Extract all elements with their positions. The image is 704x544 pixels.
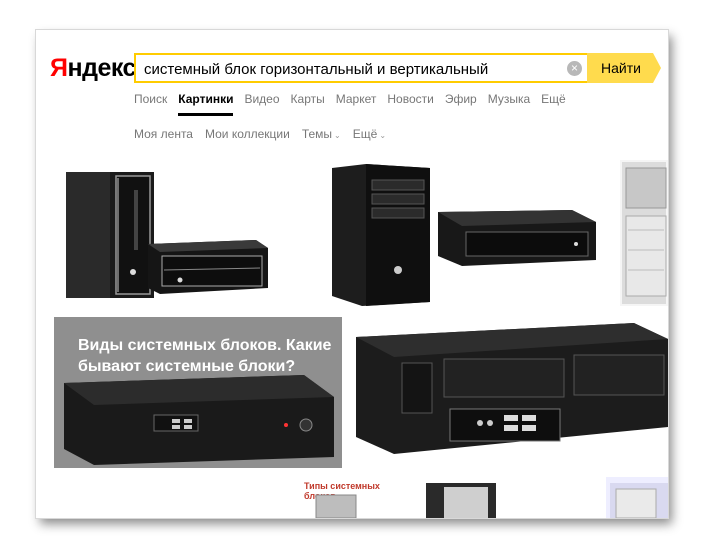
chevron-down-icon: ⌄: [379, 131, 387, 140]
subnav-themes[interactable]: Темы⌄: [302, 127, 341, 141]
pc-case-image: [610, 483, 668, 518]
pc-case-image: [426, 483, 496, 518]
tab-market[interactable]: Маркет: [335, 92, 377, 106]
logo-text: ндекс: [67, 54, 136, 82]
tab-video[interactable]: Видео: [244, 92, 280, 106]
tab-maps[interactable]: Карты: [290, 92, 325, 106]
service-tabs: Поиск Картинки Видео Карты Маркет Новост…: [134, 92, 577, 116]
desktop-case-image: [64, 375, 334, 465]
subnav-more[interactable]: Ещё⌄: [353, 127, 386, 141]
image-result[interactable]: Виды системных блоков. Какие бывают сист…: [54, 317, 342, 468]
pc-cases-image: [332, 164, 596, 306]
tab-more[interactable]: Ещё: [541, 92, 566, 106]
yandex-logo[interactable]: Яндекс: [50, 54, 136, 83]
image-result[interactable]: [606, 477, 668, 518]
tab-images[interactable]: Картинки: [178, 92, 234, 116]
image-result[interactable]: Типы системных блоков: [220, 477, 396, 518]
result-heading: Виды системных блоков. Какие бывают сист…: [78, 337, 332, 375]
chevron-down-icon: ⌄: [334, 131, 341, 140]
pc-case-image: [315, 494, 357, 518]
logo-letter: Я: [50, 54, 68, 82]
tab-search[interactable]: Поиск: [134, 92, 168, 106]
subnav-my-collections[interactable]: Мои коллекции: [204, 127, 290, 141]
subnav-themes-label: Темы: [301, 127, 333, 141]
tab-music[interactable]: Музыка: [487, 92, 531, 106]
pc-case-image: [622, 162, 667, 304]
image-result[interactable]: [620, 160, 668, 306]
pc-cases-image: [66, 172, 268, 298]
clear-icon[interactable]: ×: [567, 61, 582, 76]
search-button-label: Найти: [601, 60, 641, 76]
subnav-my-feed[interactable]: Моя лента: [134, 127, 193, 141]
image-result[interactable]: [326, 160, 606, 306]
search-input[interactable]: [144, 58, 554, 80]
desktop-case-image: [356, 323, 668, 454]
search-button[interactable]: Найти: [587, 53, 661, 83]
search-box: ×: [134, 53, 588, 83]
tab-ether[interactable]: Эфир: [444, 92, 477, 106]
image-result[interactable]: [418, 477, 502, 518]
browser-frame: Яндекс × Найти Поиск Картинки Видео Карт…: [36, 30, 668, 518]
subnav-more-label: Ещё: [352, 127, 378, 141]
images-subnav: Моя лента Мои коллекции Темы⌄ Ещё⌄: [134, 127, 398, 141]
tab-news[interactable]: Новости: [387, 92, 434, 106]
image-result[interactable]: [56, 162, 288, 304]
image-result[interactable]: [354, 317, 668, 454]
